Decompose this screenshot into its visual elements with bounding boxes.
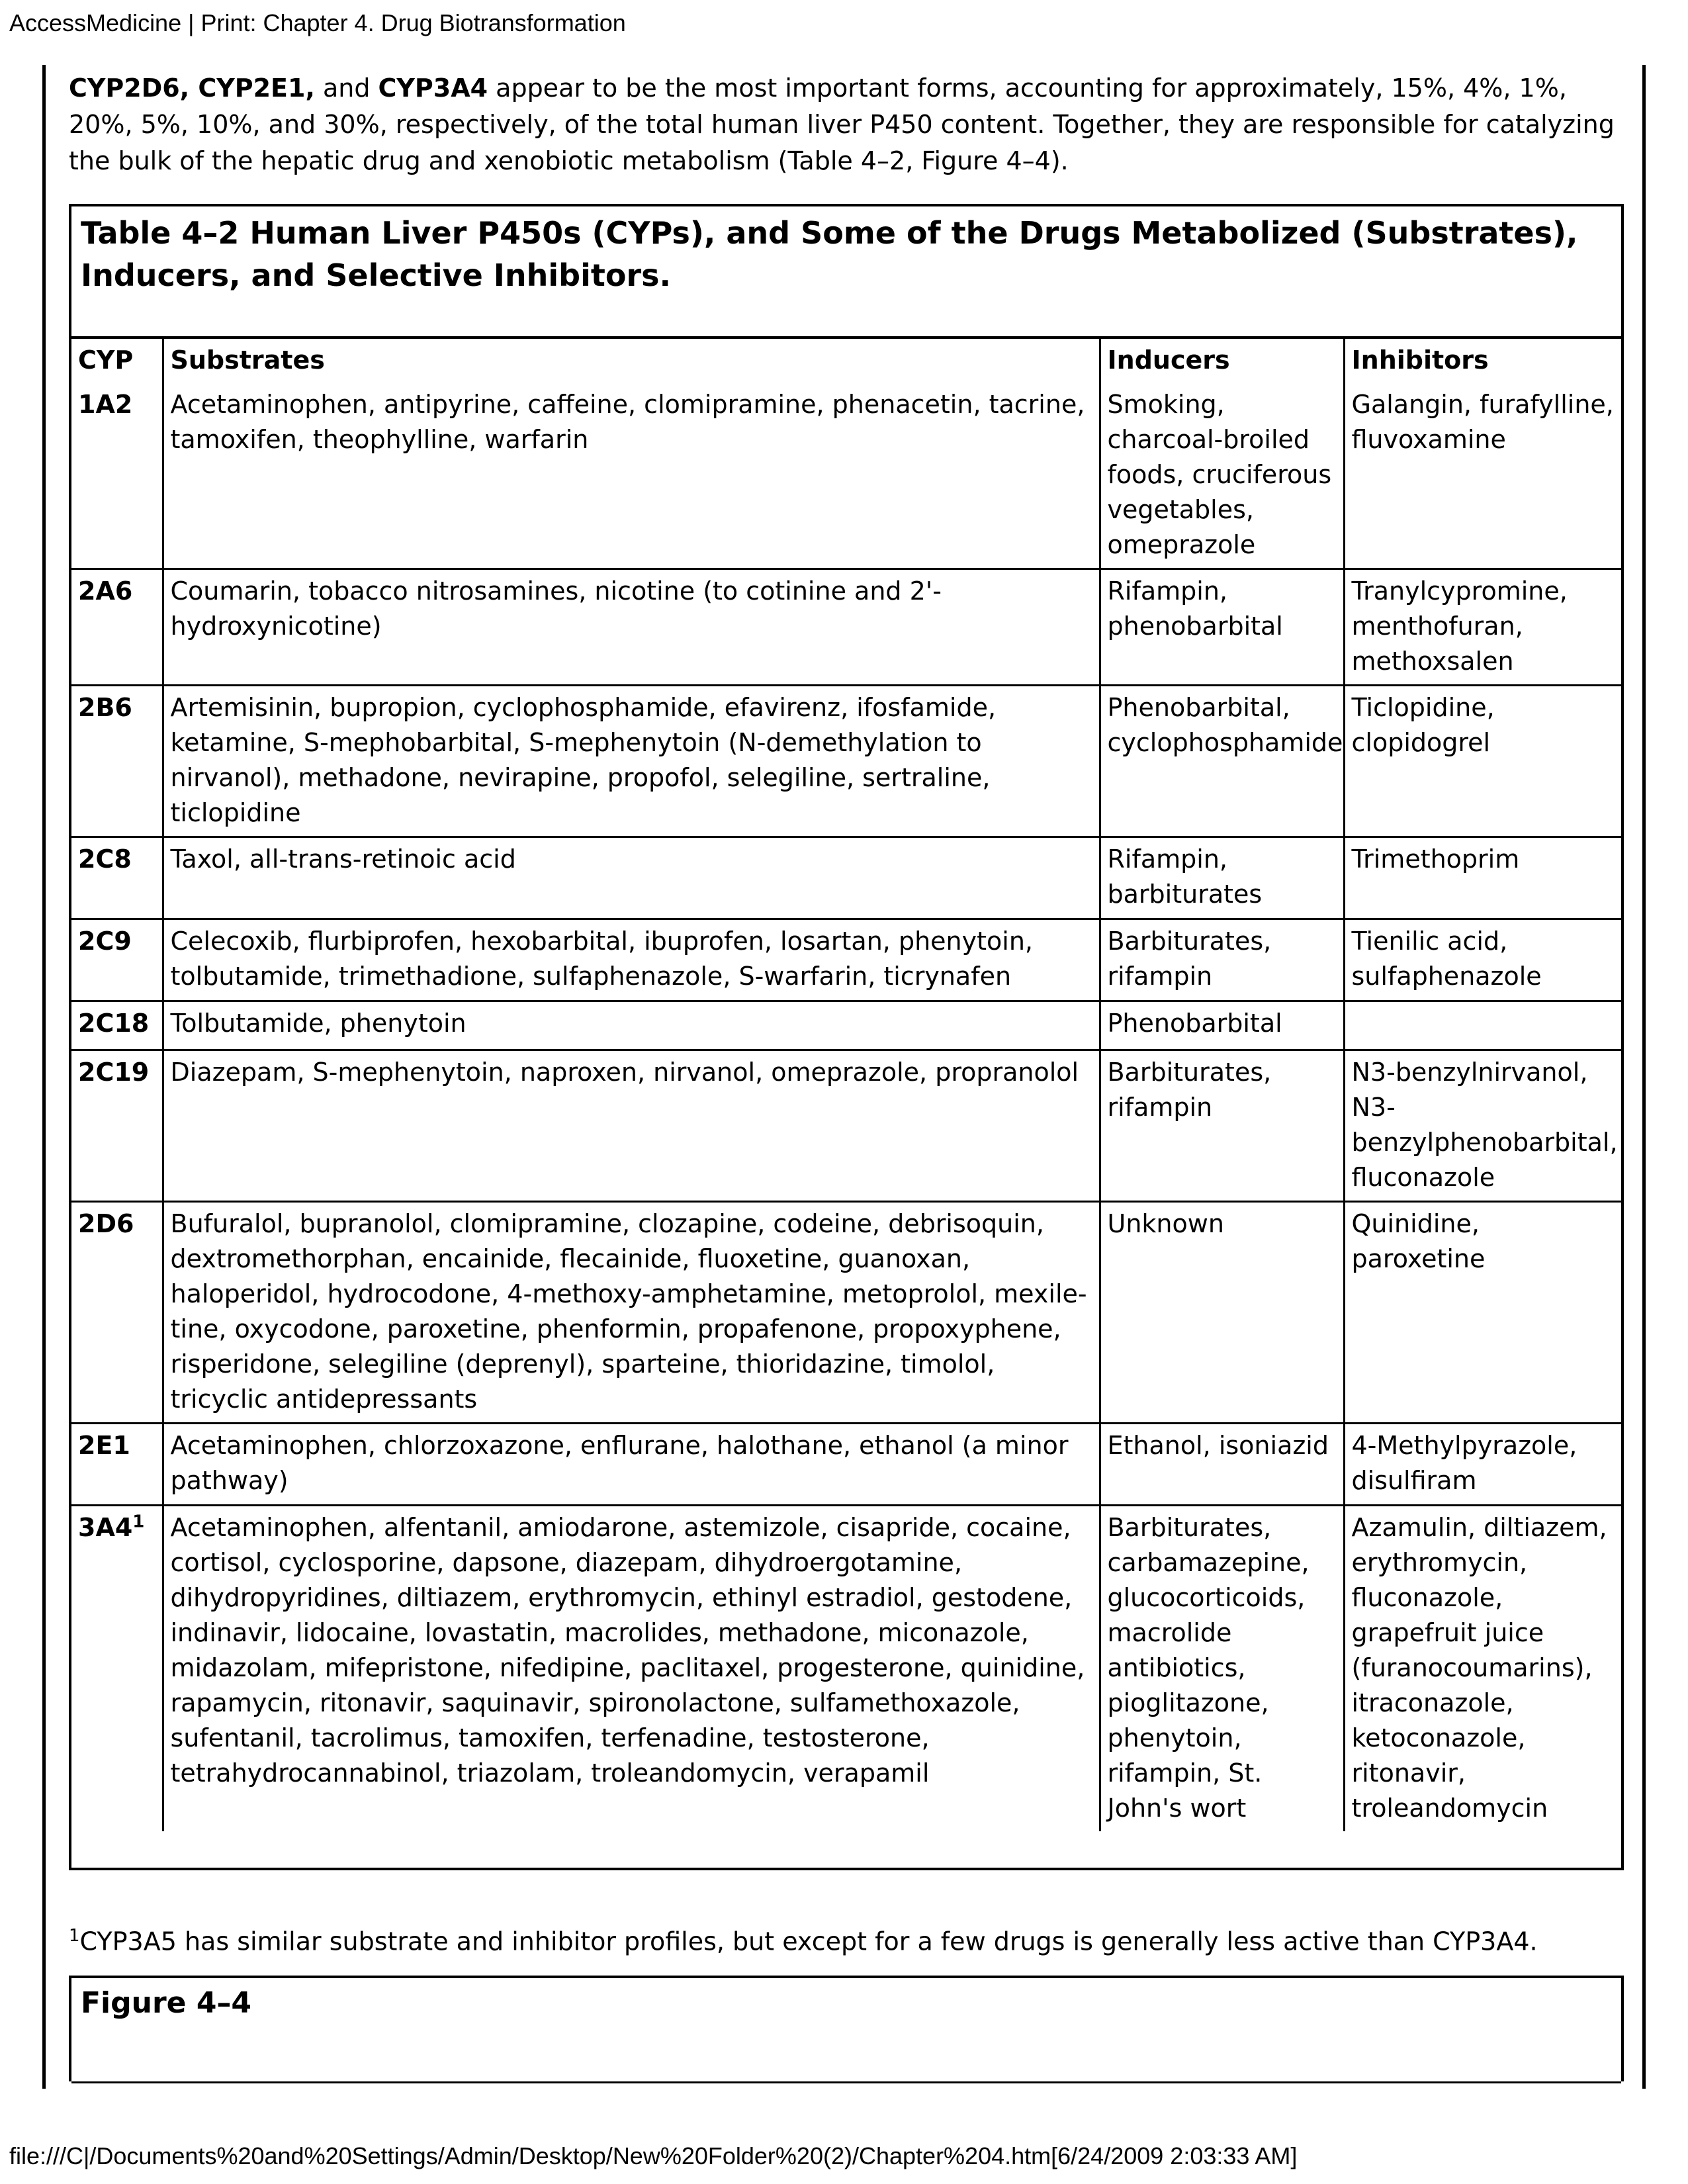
intro-text: appear to be the most important forms, a… <box>69 73 1615 175</box>
header-cyp: CYP <box>71 339 164 383</box>
cell-cyp: 2E1 <box>71 1422 164 1506</box>
cell-inhibitors: Trimethoprim <box>1343 836 1621 920</box>
cell-substrates: Acetaminophen, chlorzoxazone, enflurane,… <box>161 1422 1101 1506</box>
table-title: Table 4–2 Human Liver P450s (CYPs), and … <box>71 206 1621 339</box>
cyp-code: 2C8 <box>78 844 132 874</box>
cell-substrates: Bufuralol, bupranolol, clomipramine, clo… <box>161 1201 1101 1424</box>
table-footnote: 1CYP3A5 has similar substrate and inhibi… <box>69 1919 1624 1958</box>
table-row: 2D6 Bufuralol, bupranolol, clomipramine, … <box>71 1201 1621 1424</box>
header-inducers: Inducers <box>1098 339 1345 383</box>
cyp-code: 2B6 <box>78 693 132 722</box>
cell-inducers: Rifampin, phenobarbital <box>1098 568 1345 686</box>
header-substrates: Substrates <box>161 339 1101 383</box>
cell-inhibitors: Tienilic acid, sulfaphenazole <box>1343 918 1621 1002</box>
table-row: 1A2 Acetaminophen, antipyrine, caffeine, … <box>71 383 1621 570</box>
cyp-code: 2D6 <box>78 1209 134 1238</box>
cell-cyp: 3A41 <box>71 1504 164 1831</box>
cell-substrates: Acetaminophen, antipyrine, caffeine, clo… <box>161 383 1101 570</box>
cell-inhibitors: Ticlopidine, clopidogrel <box>1343 684 1621 838</box>
cell-substrates: Tolbutamide, phenytoin <box>161 1000 1101 1051</box>
cell-cyp: 2D6 <box>71 1201 164 1424</box>
page-frame-left-border <box>42 65 46 2089</box>
cyp-table-container: Table 4–2 Human Liver P450s (CYPs), and … <box>69 204 1624 1870</box>
cell-substrates: Diazepam, S-mephenytoin, naproxen, nirva… <box>161 1049 1101 1203</box>
intro-bold-cyp3a4: CYP3A4 <box>378 73 488 103</box>
cell-substrates: Acetaminophen, alfentanil, amiodarone, a… <box>161 1504 1101 1831</box>
cell-cyp: 2C18 <box>71 1000 164 1051</box>
page-frame-right-border <box>1642 65 1646 2089</box>
cell-inhibitors: Tranylcypromine, menthofuran, methoxsale… <box>1343 568 1621 686</box>
cell-inhibitors <box>1343 1000 1621 1051</box>
cell-inducers: Barbiturates, rifampin <box>1098 918 1345 1002</box>
cell-cyp: 2B6 <box>71 684 164 838</box>
table-row: 2C19 Diazepam, S-mephenytoin, naproxen, n… <box>71 1049 1621 1203</box>
header-inhibitors: Inhibitors <box>1343 339 1621 383</box>
cell-substrates: Coumarin, tobacco nitrosamines, nicotine… <box>161 568 1101 686</box>
cyp-code: 1A2 <box>78 390 133 419</box>
cyp-footnote-marker: 1 <box>132 1512 145 1532</box>
cell-inducers: Barbiturates, carbamazepine, glucocortic… <box>1098 1504 1345 1831</box>
cell-inducers: Smoking, charcoal-broiled foods, crucife… <box>1098 383 1345 570</box>
cell-inhibitors: Quinidine, paroxetine <box>1343 1201 1621 1424</box>
cell-cyp: 2A6 <box>71 568 164 686</box>
cell-inducers: Rifampin, barbiturates <box>1098 836 1345 920</box>
cell-substrates: Taxol, all-trans-retinoic acid <box>161 836 1101 920</box>
table-row: 2E1 Acetaminophen, chlorzoxazone, enflura… <box>71 1422 1621 1506</box>
figure-divider <box>71 2081 1621 2083</box>
cyp-code: 2E1 <box>78 1431 130 1460</box>
cyp-code: 2C18 <box>78 1009 150 1038</box>
intro-paragraph: CYP2D6, CYP2E1, and CYP3A4 appear to be … <box>69 70 1624 179</box>
cell-inhibitors: N3-benzylnirvanol, N3-benzylphenobarbita… <box>1343 1049 1621 1203</box>
table-row: 2A6 Coumarin, tobacco nitrosamines, nicot… <box>71 568 1621 686</box>
cell-inducers: Ethanol, isoniazid <box>1098 1422 1345 1506</box>
cyp-code: 2A6 <box>78 576 133 606</box>
cell-cyp: 2C9 <box>71 918 164 1002</box>
cyp-code: 3A4 <box>78 1513 133 1542</box>
cell-cyp: 2C19 <box>71 1049 164 1203</box>
cell-inducers: Barbiturates, rifampin <box>1098 1049 1345 1203</box>
cell-inhibitors: 4-Methylpyrazole, disulfiram <box>1343 1422 1621 1506</box>
print-header-title: AccessMedicine | Print: Chapter 4. Drug … <box>9 9 626 36</box>
figure-box: Figure 4–4 <box>69 1976 1624 2083</box>
cyp-code: 2C9 <box>78 927 132 956</box>
cell-cyp: 2C8 <box>71 836 164 920</box>
table-row: 2C9 Celecoxib, flurbiprofen, hexobarbital… <box>71 918 1621 1002</box>
footnote-text: CYP3A5 has similar substrate and inhibit… <box>79 1927 1538 1956</box>
cell-inducers: Unknown <box>1098 1201 1345 1424</box>
footnote-marker: 1 <box>69 1926 80 1946</box>
cell-substrates: Artemisinin, bupropion, cyclophosphamide… <box>161 684 1101 838</box>
cell-inhibitors: Azamulin, diltiazem, erythromycin, fluco… <box>1343 1504 1621 1831</box>
cell-inducers: Phenobarbital <box>1098 1000 1345 1051</box>
cell-inducers: Phenobarbital, cyclophosphamide <box>1098 684 1345 838</box>
cell-cyp: 1A2 <box>71 383 164 570</box>
table-row: 2B6 Artemisinin, bupropion, cyclophospham… <box>71 684 1621 838</box>
table-header-row: CYP Substrates Inducers Inhibitors <box>71 339 1621 383</box>
cell-inhibitors: Galangin, furafylline, fluvoxamine <box>1343 383 1621 570</box>
cyp-code: 2C19 <box>78 1058 150 1087</box>
figure-label: Figure 4–4 <box>81 1986 252 2020</box>
print-footer-url: file:///C|/Documents%20and%20Settings/Ad… <box>9 2142 1298 2169</box>
cell-substrates: Celecoxib, flurbiprofen, hexobarbital, i… <box>161 918 1101 1002</box>
table-body: 1A2 Acetaminophen, antipyrine, caffeine, … <box>71 383 1621 1831</box>
intro-and: and <box>314 73 378 103</box>
intro-bold-forms: CYP2D6, CYP2E1, <box>69 73 315 103</box>
